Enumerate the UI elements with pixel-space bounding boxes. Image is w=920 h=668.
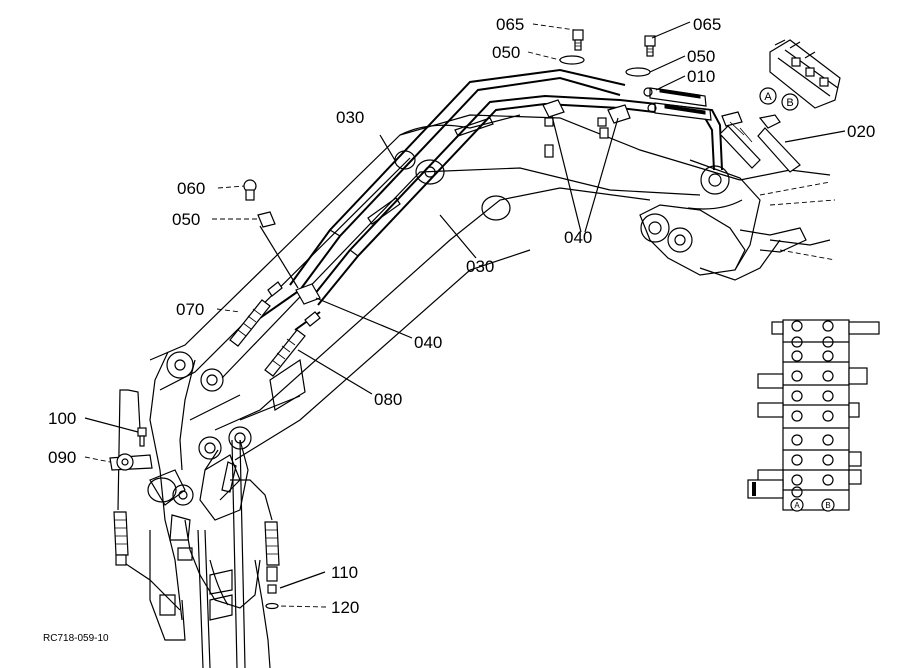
callout-030-middle: 030 [466,257,494,276]
washer-050-left [559,55,585,65]
clamp-090 [109,453,153,471]
callout-050-upper-left: 050 [492,43,520,62]
control-valve-detail: A B [747,319,880,512]
fitting-065-right [644,35,656,57]
boom-body [147,114,836,668]
hose-010 [643,87,712,121]
callout-070: 070 [176,300,204,319]
leader-lines [84,21,846,608]
callout-050-left: 050 [172,210,200,229]
callout-050-upper-right: 050 [687,47,715,66]
pipe-030 [289,68,723,306]
valve-port-a-label: A [794,501,800,510]
valve-port-a-marker [790,498,804,512]
valve-port-b-label: B [825,501,830,510]
port-b-marker [781,93,799,111]
drawing-code: RC718-059-10 [43,633,109,644]
clamp-040-lower [295,283,321,305]
callout-090: 090 [48,448,76,467]
hose-fitting-left [113,511,129,566]
hose-020 [719,111,801,173]
fitting-065-left [572,29,584,51]
bolt-060 [243,179,257,201]
port-b-label: B [786,97,793,109]
callout-060: 060 [177,179,205,198]
hose-fitting-110 [264,521,280,594]
callout-100: 100 [48,409,76,428]
callout-120: 120 [331,598,359,617]
clamp-040-upper [542,99,631,158]
hose-070 [229,281,283,347]
washer-050-left-plate [257,211,276,228]
callout-020: 020 [847,122,875,141]
bolt-100 [137,427,147,447]
callout-065-right: 065 [693,15,721,34]
callout-080: 080 [374,390,402,409]
callout-040-upper: 040 [564,228,592,247]
callout-030-upper: 030 [336,108,364,127]
valve-port-b-marker [821,498,835,512]
port-a-label: A [764,91,772,103]
callout-010: 010 [687,67,715,86]
callout-065-left: 065 [496,15,524,34]
callout-110: 110 [331,563,358,582]
washer-050-right [625,67,651,77]
hose-080 [264,311,321,377]
callout-040-lower: 040 [414,333,442,352]
port-a-marker [759,87,777,105]
valve-ports [791,320,834,498]
control-valve-top [769,39,841,109]
washer-120 [265,602,279,610]
